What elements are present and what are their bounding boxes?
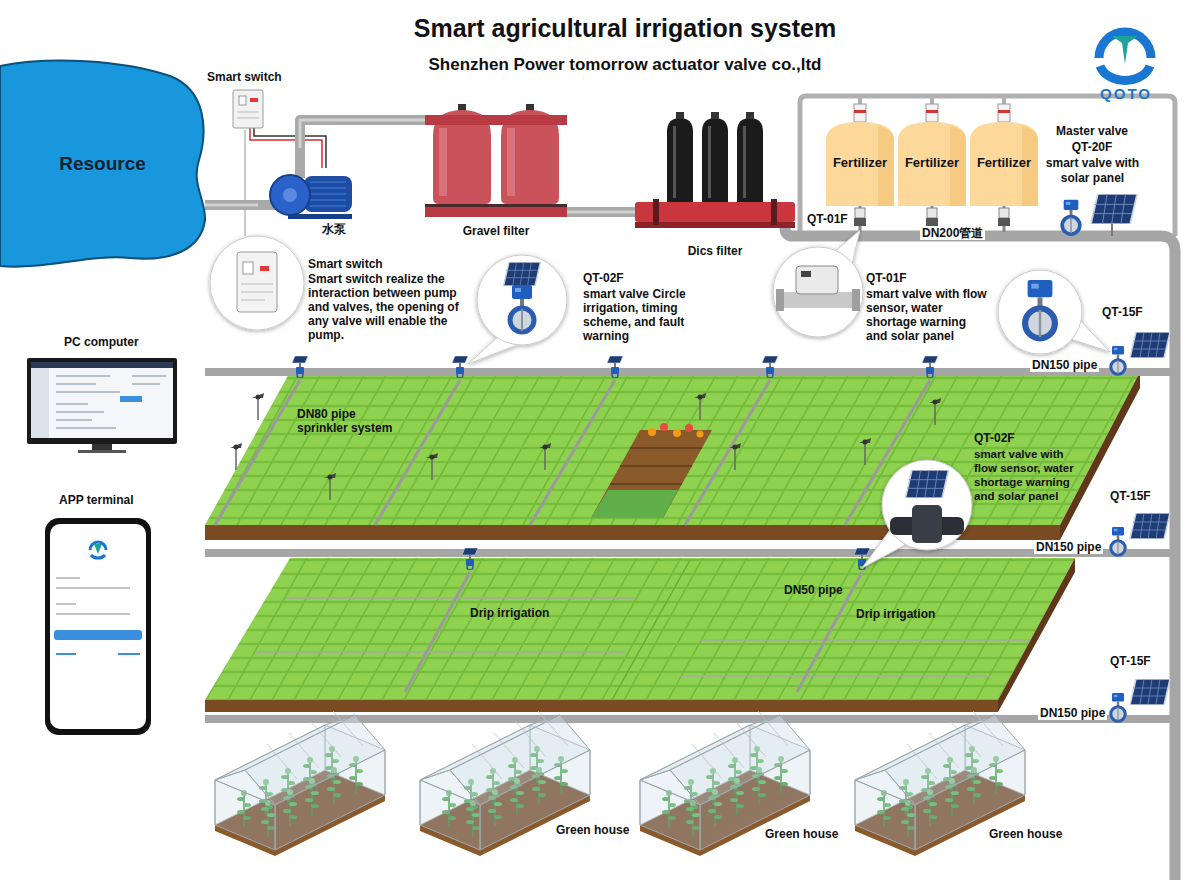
label-slot: QT-15F: [1102, 305, 1143, 319]
label-slot: Green house: [989, 827, 1062, 841]
pipe-body: [567, 207, 635, 217]
label-slot: Green house: [556, 823, 629, 837]
water-source: Resource: [0, 60, 205, 268]
disc-filter: Dics filter: [635, 110, 795, 260]
label-slot: Smart switch realize the interaction bet…: [308, 272, 468, 342]
model-number: QT-02F: [974, 431, 1015, 445]
model-number: QT-20F: [1040, 140, 1144, 155]
fertilizer-tank: Fertilizer: [826, 122, 894, 206]
label-slot: PC computer: [64, 335, 139, 349]
pipe-label: DN150 pipe: [1038, 706, 1107, 720]
fertilizer-tank: Fertilizer: [970, 122, 1038, 206]
disc-filter-art: [635, 110, 795, 260]
callout-note: Smart switch realize the interaction bet…: [308, 272, 468, 342]
label-slot: DN150 pipe: [1034, 537, 1103, 555]
label-slot: QT-01F: [866, 271, 907, 285]
node-text: Gravel filter: [463, 224, 530, 238]
node-text: Fertilizer: [905, 155, 959, 171]
title-slot: Smart agricultural irrigation system: [300, 12, 950, 44]
model-number: QT-15F: [1102, 305, 1143, 319]
pipe-body: [300, 120, 425, 148]
label-slot: Drip irrigation: [470, 606, 549, 620]
pump: 水泵: [258, 148, 358, 238]
pipe-highlight: [205, 204, 258, 207]
area-label: Green house: [765, 827, 838, 841]
model-number: QT-02F: [583, 271, 624, 285]
device-label: Smart switch: [207, 70, 282, 84]
callout-note: smart valve with flow sensor, water shor…: [866, 287, 988, 343]
model-number: QT-15F: [1110, 489, 1151, 503]
callout-note: smart valve with flow sensor, water shor…: [974, 447, 1088, 503]
valve-label: Master valve: [1040, 124, 1144, 139]
label-slot: smart valve Circle irrigation, timing sc…: [583, 287, 701, 343]
model-number: QT-01F: [805, 212, 850, 226]
label-slot: QT-15F: [1110, 654, 1151, 668]
label-slot: smart valve with flow sensor, water shor…: [974, 447, 1088, 503]
valve-description: smart valve with solar panel: [1045, 156, 1140, 186]
pipe-connector: [567, 212, 635, 213]
pipe-label: DN150 pipe: [1030, 358, 1099, 372]
pipe-connector: [205, 205, 258, 206]
label-slot: Smart switch: [308, 257, 383, 271]
label-slot: DN150 pipe: [1030, 355, 1099, 373]
callout-heading: Smart switch: [308, 257, 383, 271]
area-label: Drip irrigation: [856, 607, 935, 621]
pipe-highlight: [300, 120, 425, 148]
node-text: Fertilizer: [833, 155, 887, 171]
label-slot: smart valve with flow sensor, water shor…: [866, 287, 988, 343]
label-slot: Master valve: [1040, 124, 1144, 139]
device-label: APP terminal: [59, 493, 133, 507]
pipe-label: DN150 pipe: [1034, 540, 1103, 554]
diagram-title: Smart agricultural irrigation system: [300, 12, 950, 44]
label-slot: QT-02F: [974, 431, 1015, 445]
label-slot: QOTO: [1090, 85, 1162, 103]
gravel-filter-art: [425, 100, 567, 240]
subtitle: Shenzhen Power tomorrow actuator valve c…: [375, 54, 875, 76]
label-slot: Drip irrigation: [856, 607, 935, 621]
label-slot: DN50 pipe: [784, 583, 843, 597]
label-slot: APP terminal: [59, 493, 133, 507]
node-text: Dics filter: [688, 244, 743, 258]
label-slot: Smart switch: [207, 70, 282, 84]
label-slot: Green house: [765, 827, 838, 841]
node-text: Resource: [59, 152, 146, 175]
label-slot: QT-02F: [583, 271, 624, 285]
node-text: 水泵: [322, 222, 346, 236]
label-slot: QT-20F: [1040, 140, 1144, 155]
label-slot: QT-15F: [1110, 489, 1151, 503]
area-label: Drip irrigation: [470, 606, 549, 620]
label-slot: smart valve with solar panel: [1045, 156, 1140, 186]
label-slot: QT-01F: [805, 209, 850, 227]
callout-note: smart valve Circle irrigation, timing sc…: [583, 287, 701, 343]
model-number: QT-01F: [866, 271, 907, 285]
pipe-connector: [300, 120, 425, 148]
label-slot: Shenzhen Power tomorrow actuator valve c…: [375, 54, 875, 76]
logo-text: QOTO: [1090, 85, 1162, 103]
label-slot: DN150 pipe: [1038, 703, 1107, 721]
pipe-highlight: [567, 211, 635, 214]
area-label: Green house: [556, 823, 629, 837]
pipe-body: [205, 200, 258, 210]
device-label: PC computer: [64, 335, 139, 349]
label-slot: DN80 pipe sprinkler system: [297, 407, 403, 435]
fertilizer-tank: Fertilizer: [898, 122, 966, 206]
pipe-label: DN200管道: [920, 226, 985, 240]
pipe-label: DN50 pipe: [784, 583, 843, 597]
node-text: Fertilizer: [977, 155, 1031, 171]
area-label: Green house: [989, 827, 1062, 841]
gravel-filter: Gravel filter: [425, 100, 567, 240]
label-slot: DN200管道: [920, 223, 985, 241]
model-number: QT-15F: [1110, 654, 1151, 668]
pipe-label: DN80 pipe sprinkler system: [297, 407, 403, 435]
